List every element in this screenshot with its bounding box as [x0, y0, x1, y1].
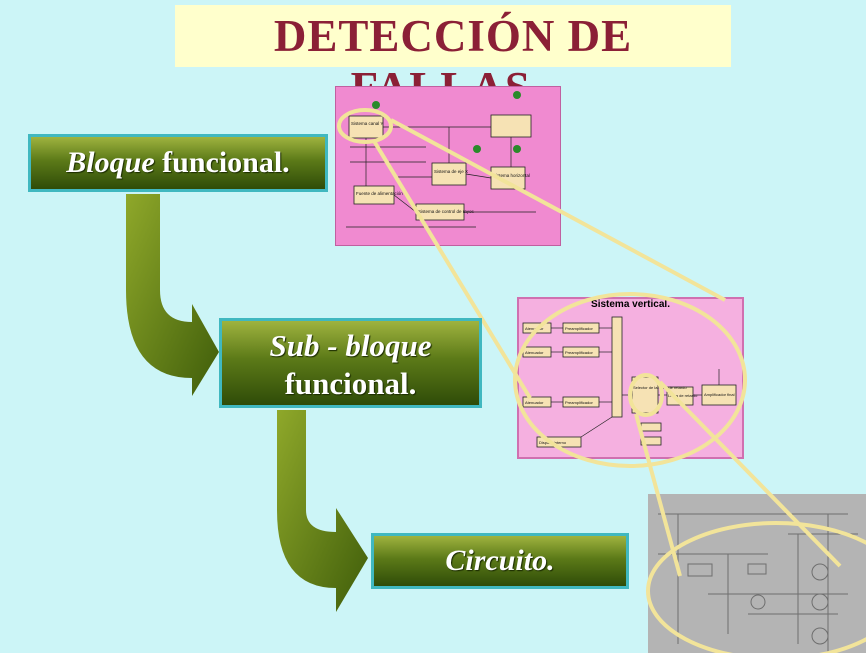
block-label: Sistema de control de rayos	[418, 209, 475, 214]
sub-block-label: Atenuador	[525, 400, 544, 405]
zoom-ellipse-circuit	[628, 373, 664, 417]
block-label: Fuente de alimentación	[356, 191, 403, 196]
sub-block-label: Preamplificador	[565, 400, 593, 405]
sub-block-label: Línea de retardo	[668, 393, 698, 398]
level-bloque-funcional-box: Bloque funcional.	[28, 134, 328, 192]
sub-block-label: Atenuador	[525, 326, 544, 331]
circuit-panel	[648, 494, 866, 653]
level-2-italic: Sub - bloque	[269, 328, 432, 363]
sub-block-label: Atenuador	[525, 350, 544, 355]
vertical-system-title: Sistema vertical.	[591, 299, 670, 310]
zoom-ellipse-block	[337, 108, 393, 144]
title-band	[175, 5, 731, 67]
sub-block-label: Amplificador final	[704, 392, 735, 397]
level-1-rest: funcional.	[162, 146, 290, 179]
arrow-bloque-to-subbloque	[126, 194, 219, 396]
block-label: Sistema horizontal	[493, 173, 530, 178]
zoom-ellipse-detail	[646, 521, 866, 653]
block-label: Sistema de eje X	[434, 169, 468, 174]
sub-block-label: Preamplificador	[565, 326, 593, 331]
level-circuito-box: Circuito.	[371, 533, 629, 589]
block-label: Sistema canal Y	[351, 121, 383, 126]
level-2-rest: funcional.	[284, 366, 417, 401]
arrow-subbloque-to-circuito	[277, 410, 368, 612]
sub-block-label: Preamplificador	[565, 350, 593, 355]
zoom-ellipse-subblock	[513, 292, 747, 468]
level-sub-bloque-funcional-box: Sub - bloque funcional.	[219, 318, 482, 408]
block-diagram-drawing: Sistema canal Y Sistema de eje X Sistema…	[346, 91, 536, 228]
level-3-italic: Circuito.	[445, 544, 555, 577]
level-1-italic: Bloque	[66, 146, 155, 179]
